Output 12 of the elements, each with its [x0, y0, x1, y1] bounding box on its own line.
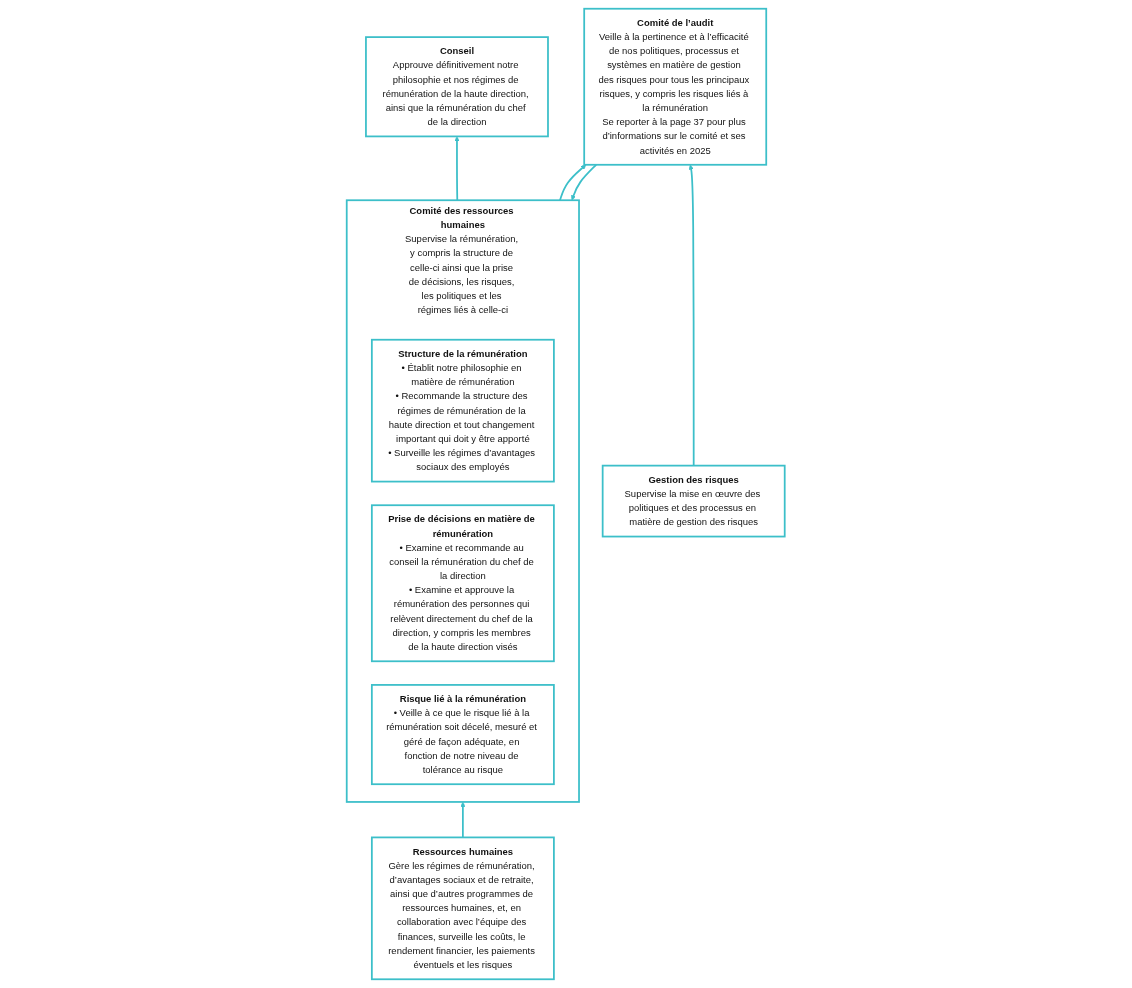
arrow: [460, 801, 466, 839]
node-box: Conseil Approuve définitivement notre philosophie et nos régimes de rémunération de la haute direction, ainsi que la rémunération du chef de la direction: [365, 36, 550, 138]
node-box: Prise de décisions en matière de rémunération • Examine et recommande au conseil la rémunération du chef de la direction • Examine et approuve la rémunération des personnes qui relèvent directement du chef de la direction, y compris les membres de la haute direction visés: [371, 504, 556, 663]
node-box: Gestion des risques Supervise la mise en œuvre des politiques et des processus en matière de gestion des risques: [602, 464, 786, 538]
node-box: Comité de l’audit Veille à la pertinence et à l’efficacité de nos politiques, processus et systèmes en matière de gestion des risques pour tous les principaux risques, y compris les risques liés à la rémunération Se reporter à la page 37 pour plus d’informations sur le comité et ses activités en 2025: [583, 7, 768, 166]
arrow: [559, 164, 587, 202]
node-box: Structure de la rémunération • Établit notre philosophie en matière de rémunération • Recommande la structure des régimes de rémunération de la haute direction et tout changement important qui doit y être apporté • Surveille les régimes d’avantages sociaux des employés: [371, 338, 556, 483]
node-box: Ressources humaines Gère les régimes de rémunération, d’avantages sociaux et de retraite, ainsi que d’autres programmes de ressources humaines, et, en collaboration avec l’équipe des finances, surveille les coûts, le rendement financier, les paiements éventuels et les risques: [371, 836, 556, 981]
arrow: [454, 136, 460, 202]
arrow: [688, 164, 695, 467]
node-box: Risque lié à la rémunération • Veille à ce que le risque lié à la rémunération soit décelé, mesuré et géré de façon adéquate, en fonction de notre niveau de tolérance au risque: [371, 684, 556, 786]
arrow: [571, 163, 598, 201]
